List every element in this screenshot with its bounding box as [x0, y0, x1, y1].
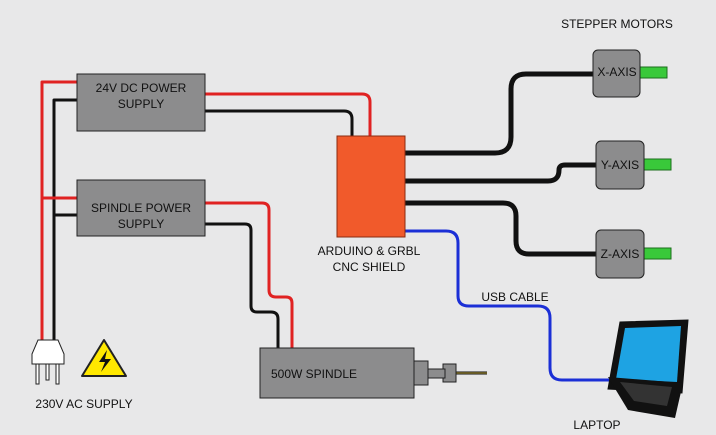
- motor-z-axis: Z-AXIS: [595, 229, 672, 279]
- usb-cable: [403, 229, 612, 382]
- psu-24v-label-line2: SUPPLY: [118, 97, 164, 111]
- psu-spindle-label-line2: SUPPLY: [118, 217, 164, 231]
- motor-y-axis: Y-AXIS: [595, 140, 672, 190]
- motor-y-shaft: [643, 158, 672, 171]
- y-axis-cable: [402, 162, 600, 184]
- psu-spindle-box: SPINDLE POWER SUPPLY: [76, 179, 206, 237]
- laptop-label: LAPTOP: [573, 418, 620, 432]
- plug-pin-left: [35, 363, 40, 385]
- controller-label-line2: CNC SHIELD: [333, 260, 406, 274]
- spindle-red-wire: [203, 201, 294, 351]
- ac-supply-label: 230V AC SUPPLY: [35, 397, 132, 411]
- motor-x-axis: X-AXIS: [592, 49, 668, 98]
- spindle-body: [259, 347, 415, 399]
- motor-y-label: Y-AXIS: [601, 158, 639, 172]
- high-voltage-warning-icon: [81, 339, 127, 377]
- ac-red-wire: [40, 80, 82, 342]
- laptop-keyboard: [620, 382, 672, 406]
- plug-pin-earth: [45, 363, 50, 381]
- motor-x-label: X-AXIS: [597, 65, 636, 79]
- arduino-grbl-controller: ARDUINO & GRBL CNC SHIELD: [318, 135, 421, 274]
- spindle-motor: 500W SPINDLE: [259, 347, 487, 399]
- stepper-motors-title: STEPPER MOTORS: [561, 17, 673, 31]
- spindle-nose: [413, 360, 429, 386]
- plug-pin-right: [55, 363, 60, 385]
- psu24-black-wire: [203, 109, 354, 140]
- plug-body: [31, 339, 65, 365]
- motor-x-shaft: [639, 66, 668, 79]
- spindle-nut: [426, 368, 446, 379]
- x-axis-cable: [402, 71, 598, 156]
- usb-cable-label: USB CABLE: [481, 290, 548, 304]
- z-axis-cable: [402, 200, 600, 257]
- ac-plug: [31, 339, 65, 385]
- motor-z-label: Z-AXIS: [601, 247, 640, 261]
- laptop-icon: [607, 319, 689, 418]
- spindle-black-wire: [203, 222, 280, 351]
- motor-z-shaft: [643, 247, 672, 260]
- psu-24v-box: 24V DC POWER SUPPLY: [76, 73, 206, 132]
- ac-black-wire: [52, 98, 82, 342]
- controller-label-line1: ARDUINO & GRBL: [318, 244, 421, 258]
- psu24-red-wire: [203, 92, 372, 140]
- psu-spindle-label-line1: SPINDLE POWER: [91, 201, 191, 215]
- laptop-screen: [616, 326, 681, 382]
- spindle-label: 500W SPINDLE: [271, 367, 357, 381]
- psu-24v-label-line1: 24V DC POWER: [96, 81, 187, 95]
